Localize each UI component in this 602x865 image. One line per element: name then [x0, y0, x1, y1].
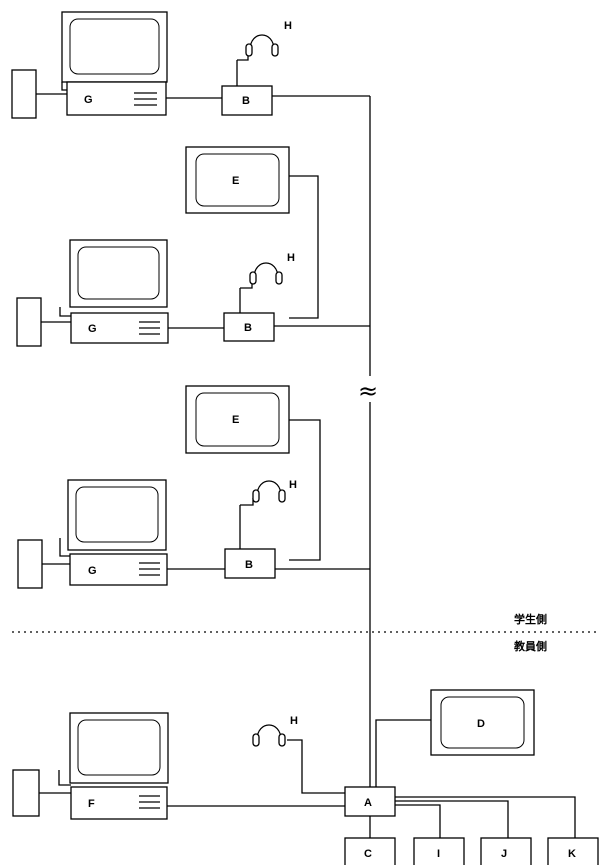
headphone-icon: H	[236, 20, 292, 86]
label-b: B	[244, 322, 252, 334]
interface-box-b: B	[224, 548, 276, 579]
label-h: H	[290, 715, 298, 727]
label-h: H	[284, 20, 292, 32]
display-d: D	[375, 689, 535, 787]
device-k: K	[547, 837, 599, 865]
device-c: C	[344, 837, 396, 865]
label-c: C	[364, 848, 372, 860]
computer-speaker	[16, 297, 71, 347]
computer-monitor	[67, 479, 167, 551]
teacher-station: F	[12, 712, 345, 820]
label-g: G	[88, 323, 97, 335]
computer-unit-g: G	[70, 312, 169, 344]
console-a: A	[344, 786, 396, 817]
student-station-2: G B H	[16, 239, 370, 347]
main-trunk-line: ≈	[358, 96, 378, 787]
interface-box-b: B	[223, 312, 275, 342]
label-g: G	[88, 565, 97, 577]
label-h: H	[289, 479, 297, 491]
computer-speaker	[11, 69, 67, 119]
label-i: I	[437, 848, 440, 860]
label-e: E	[232, 175, 239, 187]
computer-unit-f: F	[70, 786, 168, 820]
headphone-icon: H	[239, 252, 295, 313]
label-j: J	[501, 848, 507, 860]
computer-unit-g: G	[66, 81, 167, 116]
computer-speaker	[17, 538, 70, 589]
label-e: E	[232, 414, 239, 426]
student-station-3: G B H	[17, 479, 370, 589]
headphone-icon: H	[239, 479, 297, 549]
device-i: I	[413, 837, 465, 865]
side-divider: 学生側 教員側	[12, 612, 598, 653]
computer-monitor	[69, 712, 169, 784]
label-b: B	[242, 95, 250, 107]
label-k: K	[568, 848, 576, 860]
teacher-side-label: 教員側	[513, 639, 547, 653]
label-d: D	[477, 718, 485, 730]
interface-box-b: B	[221, 85, 273, 116]
computer-speaker	[12, 769, 71, 817]
headphone-icon: H	[252, 715, 345, 794]
computer-unit-g: G	[69, 553, 168, 586]
label-g: G	[84, 94, 93, 106]
label-b: B	[245, 559, 253, 571]
device-j: J	[480, 837, 532, 865]
display-e-2: E	[185, 385, 321, 561]
break-mark: ≈	[358, 377, 378, 405]
label-h: H	[287, 252, 295, 264]
label-f: F	[88, 798, 95, 810]
display-e-1: E	[185, 146, 319, 319]
student-station-1: G B H	[11, 11, 370, 119]
label-a: A	[364, 797, 372, 809]
student-side-label: 学生側	[514, 612, 547, 626]
computer-monitor	[69, 239, 168, 308]
console-outputs	[369, 796, 576, 838]
computer-monitor	[61, 11, 168, 83]
